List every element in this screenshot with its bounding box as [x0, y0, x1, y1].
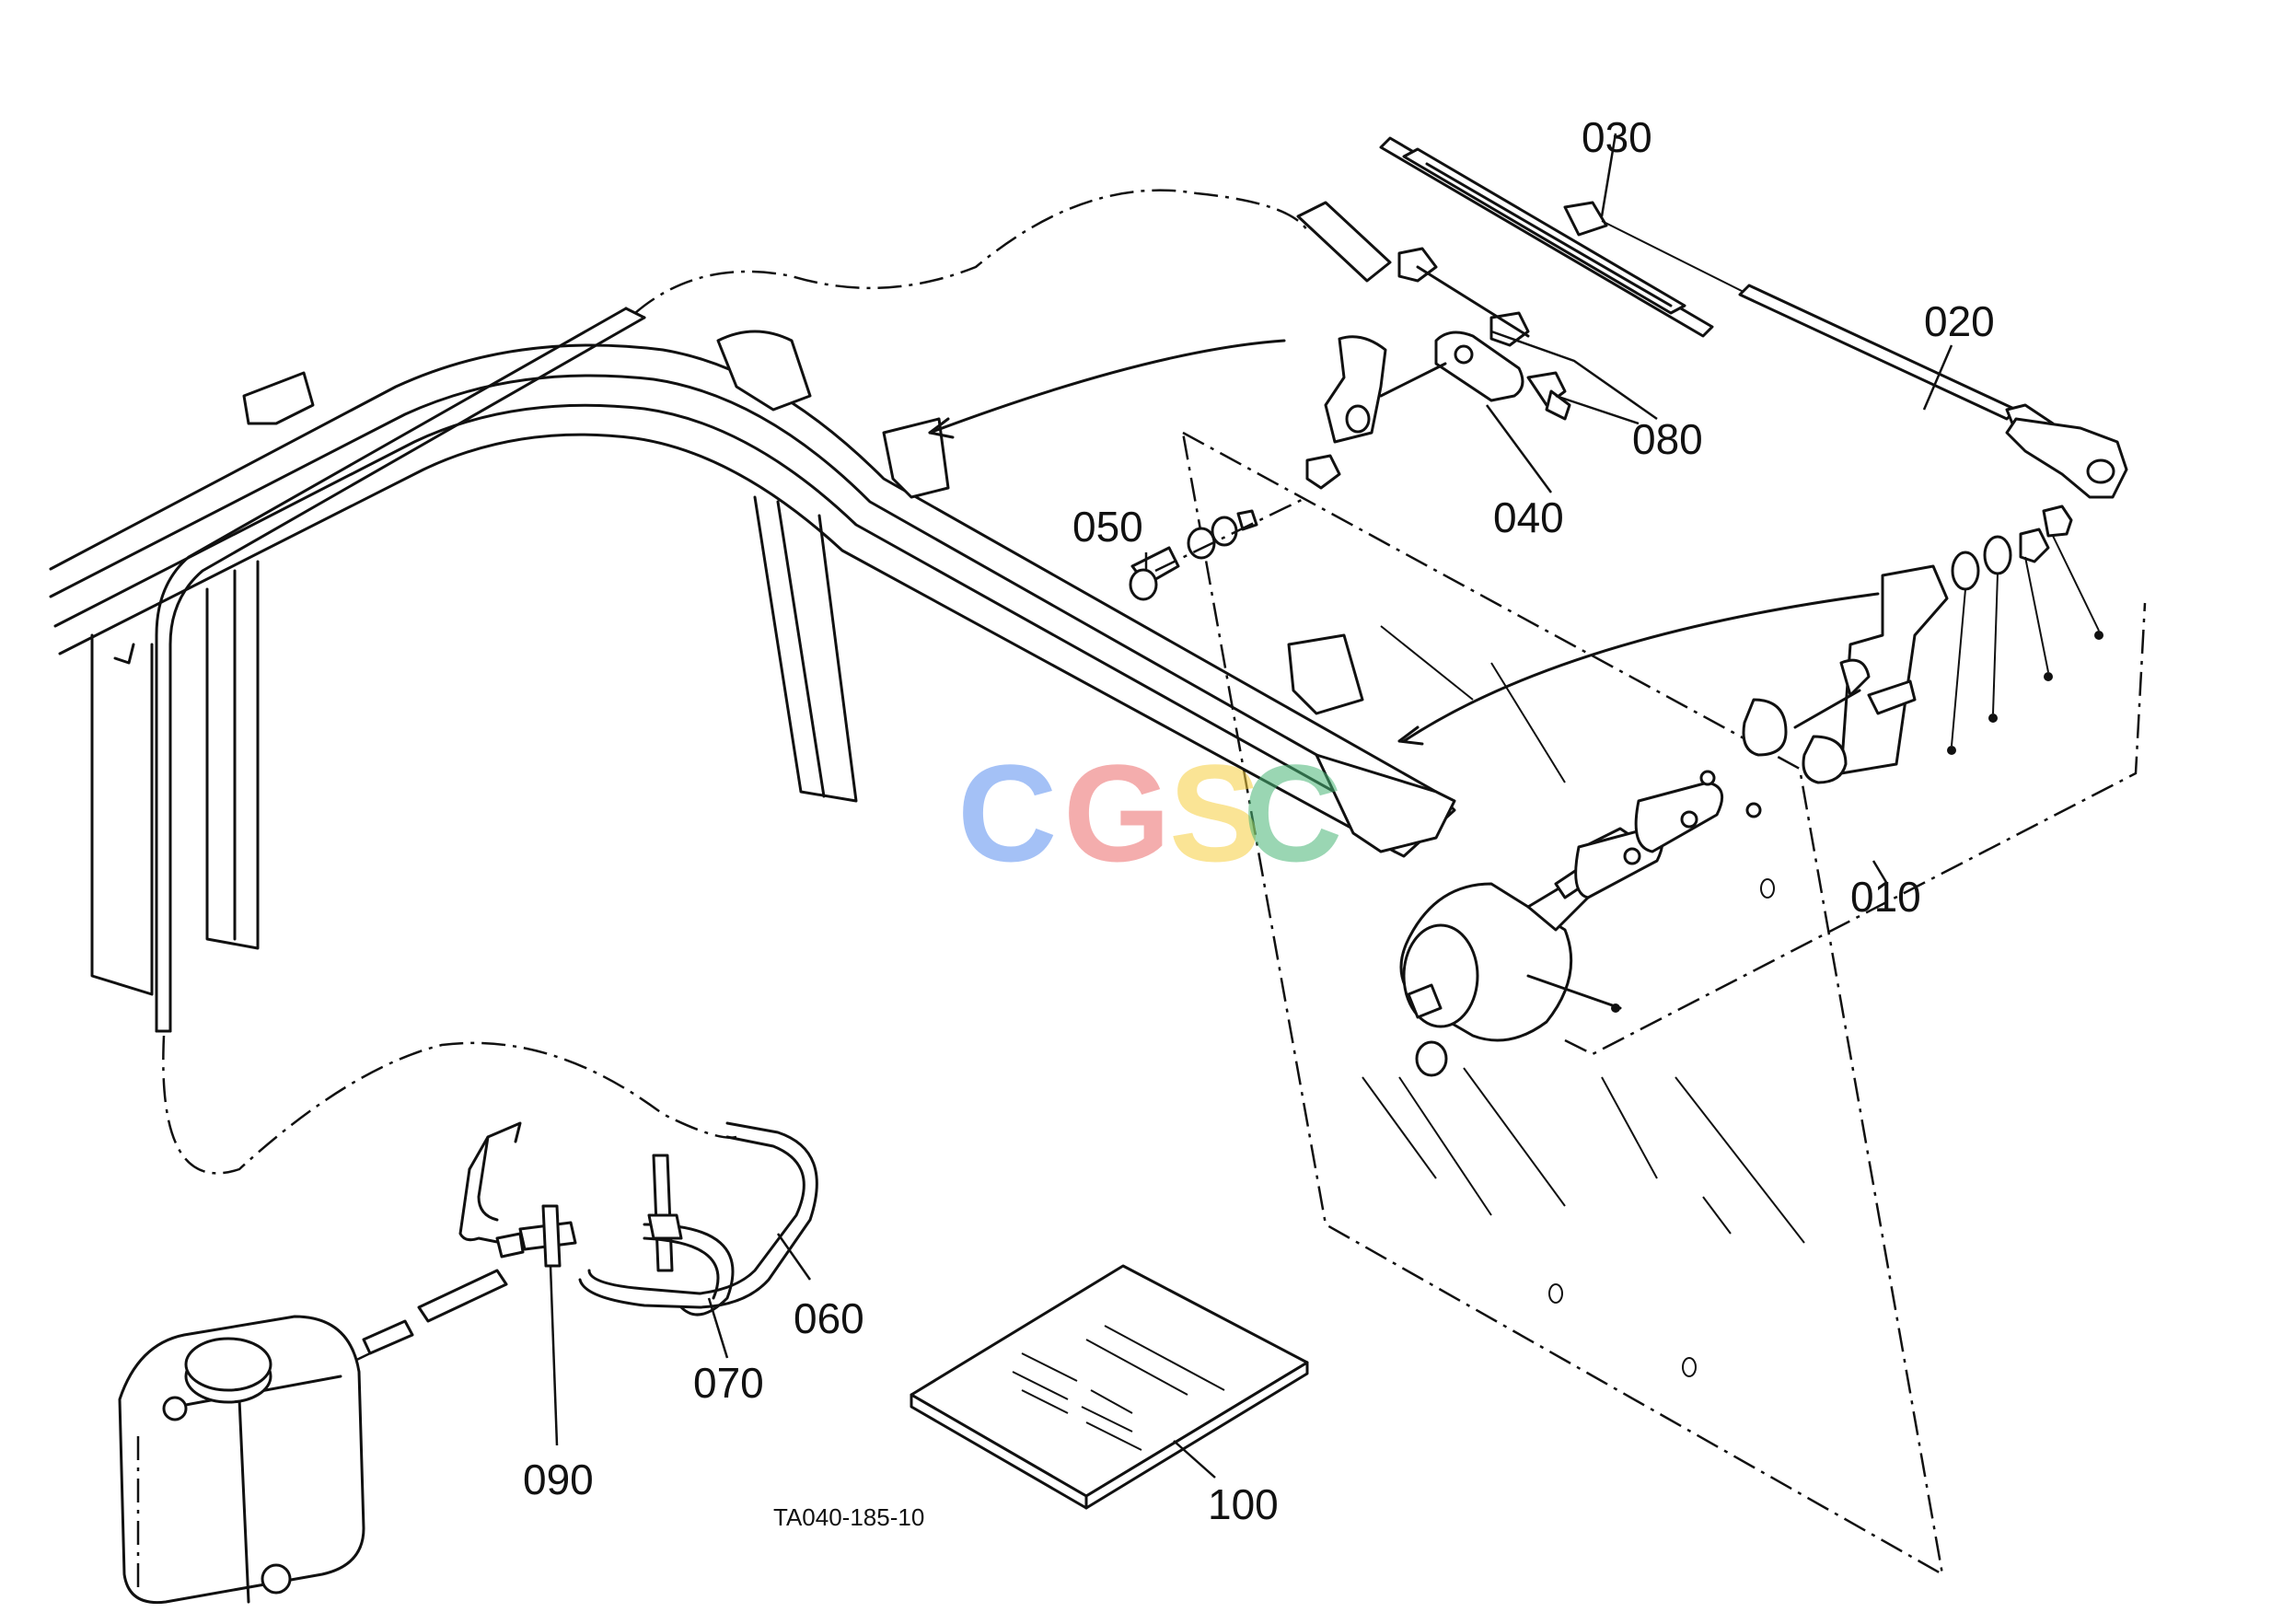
- callout-labels: 010 020 030 040 050 060 070 080 090 100: [523, 113, 1995, 1528]
- upper-bracket: [928, 247, 1571, 601]
- callout-070: 070: [693, 1359, 764, 1407]
- watermark-letter-4: C: [1243, 736, 1342, 890]
- callout-050: 050: [1072, 503, 1143, 551]
- watermark: C G S C: [957, 736, 1342, 890]
- callout-020: 020: [1924, 297, 1995, 345]
- washer-hose: [155, 189, 1392, 1309]
- wiper-blade: [1379, 136, 1750, 338]
- operators-manual: [910, 1264, 1309, 1510]
- callout-080: 080: [1632, 415, 1703, 463]
- callout-010: 010: [1850, 873, 1921, 921]
- callout-040: 040: [1493, 493, 1564, 541]
- callout-060: 060: [794, 1294, 864, 1342]
- t-joint: [312, 1204, 577, 1383]
- cable-tie: [643, 1154, 735, 1317]
- wiper-arm: [1738, 284, 2128, 499]
- watermark-letter-3: S: [1169, 736, 1261, 890]
- cab-roof-frame: [49, 330, 1456, 996]
- callout-090: 090: [523, 1456, 594, 1503]
- wiper-motor: [1399, 770, 1762, 1077]
- washer-tank: [118, 1315, 365, 1605]
- callout-030: 030: [1582, 113, 1652, 161]
- leader-lines: [549, 133, 1953, 1479]
- watermark-letter-1: C: [957, 736, 1057, 890]
- callout-100: 100: [1208, 1480, 1279, 1528]
- watermark-letter-2: G: [1063, 736, 1171, 890]
- window-glass: [1181, 430, 1944, 1577]
- linkage-bracket-right: [1397, 505, 2147, 1056]
- reference-code: TA040-185-10: [773, 1503, 924, 1531]
